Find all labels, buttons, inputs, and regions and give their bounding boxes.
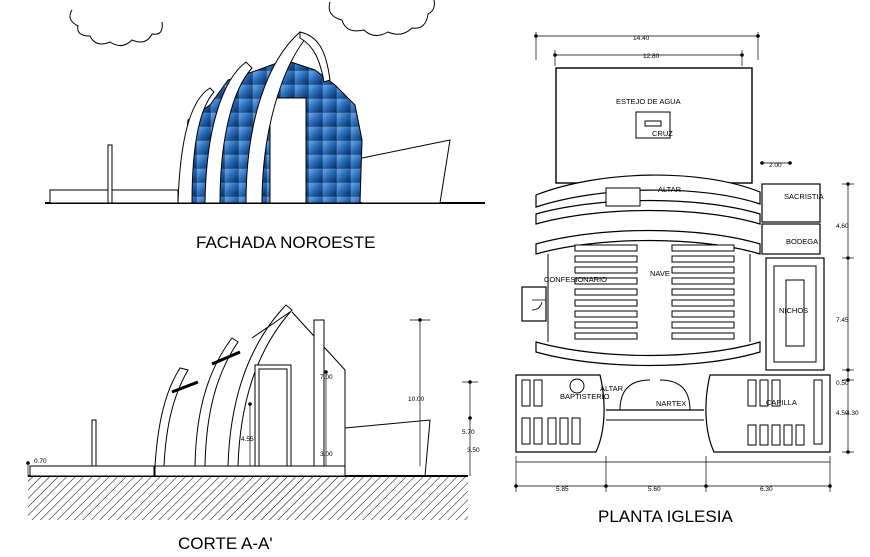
corte-bar-3 [251,311,291,339]
corte-door-frame [254,364,292,467]
fachada-right-roof [361,139,451,204]
dim-right-1: 4.60 [836,223,849,230]
corte-post [91,419,97,467]
title-corte: CORTE A-A' [178,534,273,553]
sacristia-room [761,183,821,223]
corte-nave-floor [154,465,346,477]
pews-left [574,244,638,340]
label-bautisterio: BAPTISTERIO [560,392,610,401]
cloud-left [69,9,163,46]
altar-table [605,187,641,207]
dim-wall-low: 3.00 [320,451,333,458]
dim-side-top: 2.00 [769,162,782,169]
corte-bar-2 [211,350,241,366]
dim-bottom-2: 5.60 [648,486,661,493]
corte-floor-slab [29,465,155,477]
label-nichos: NICHOS [779,306,808,315]
altar-arc-2 [535,199,761,225]
pews-right [671,244,735,340]
label-bodega: BODEGA [786,237,818,246]
corte-rib-3 [227,304,293,467]
label-capilla: CAPILLA [766,398,797,407]
fachada-white-block [269,97,307,204]
label-estejo: ESTEJO DE AGUA [616,97,681,106]
dim-left: 0.70 [34,458,47,465]
nichos-core [785,279,805,347]
dim-right-b: 3.50 [467,447,480,454]
capilla-pews [747,379,823,446]
baptisterio-pews [521,379,581,445]
planta-plan: 14.40 12.80 ESTEJO DE AGUA CRUZ ALTAR [514,32,859,493]
cloud-right [328,0,435,36]
label-cruz: CRUZ [652,129,673,138]
dim-right-2: 7.45 [836,317,849,324]
confessional-box [521,286,547,322]
nichos-inner [773,265,817,363]
fachada-post [107,144,113,204]
dim-top-outer: 14.40 [633,35,650,42]
dim-bottom-3: 6.30 [760,486,773,493]
baptismal-font [569,378,585,394]
dim-right-5: 4.30 [846,410,859,417]
corte-tall-wall [313,319,325,467]
nave-arc-top [535,229,761,255]
dim-bottom-1: 5.85 [556,486,569,493]
dim-right-3: 0.50 [836,380,849,387]
rib-1 [177,87,215,204]
bodega-room [761,223,821,255]
label-sacristia: SACRISTIA [784,192,824,201]
plan-top-dim-dots [534,34,760,57]
confessional-door [531,299,546,311]
label-nave: NAVE [650,269,670,278]
corte-rib-2 [194,337,239,467]
corte-rib-1 [154,367,189,467]
title-fachada: FACHADA NOROESTE [196,233,375,252]
dim-wall-top: 7.00 [320,374,333,381]
corte-bar-1 [171,380,199,394]
nichos-room [765,257,825,371]
corte-ground-hatch [28,476,468,520]
rib-2 [204,61,253,204]
dim-total: 10.00 [408,396,425,403]
dim-right-4: 4.50 [836,410,849,417]
nartex-door-right [659,379,691,411]
altar-arc-outer [535,174,761,208]
plan-top-dims [535,32,759,66]
nartex-door-left [619,379,651,411]
label-nartex: NARTEX [656,399,686,408]
corte-section: 0.70 4.55 7.00 3.00 10.00 5.70 3.50 [26,304,480,520]
rib-4 [299,31,331,83]
corte-right-roof [344,419,431,477]
plan-right-dim-dots [846,182,850,454]
cross-symbol [644,120,662,127]
cross-plinth [635,111,671,139]
label-altar-2: ALTAR [600,384,624,393]
label-confesionario: CONFESIONARIO [544,275,607,284]
dim-door: 4.55 [241,436,254,443]
plan-bottom-dim-dots [514,484,832,488]
corte-dim-dots [26,318,472,465]
dim-right-a: 5.70 [462,429,475,436]
nave-arc-bottom [535,341,761,367]
dim-top-inner: 12.80 [643,53,660,60]
corte-roof [291,311,346,466]
corte-door-inner [258,368,288,467]
fachada-low-wall [49,189,179,204]
label-altar: ALTAR [658,185,682,194]
fachada-elevation [45,0,485,204]
title-planta: PLANTA IGLESIA [598,507,733,526]
